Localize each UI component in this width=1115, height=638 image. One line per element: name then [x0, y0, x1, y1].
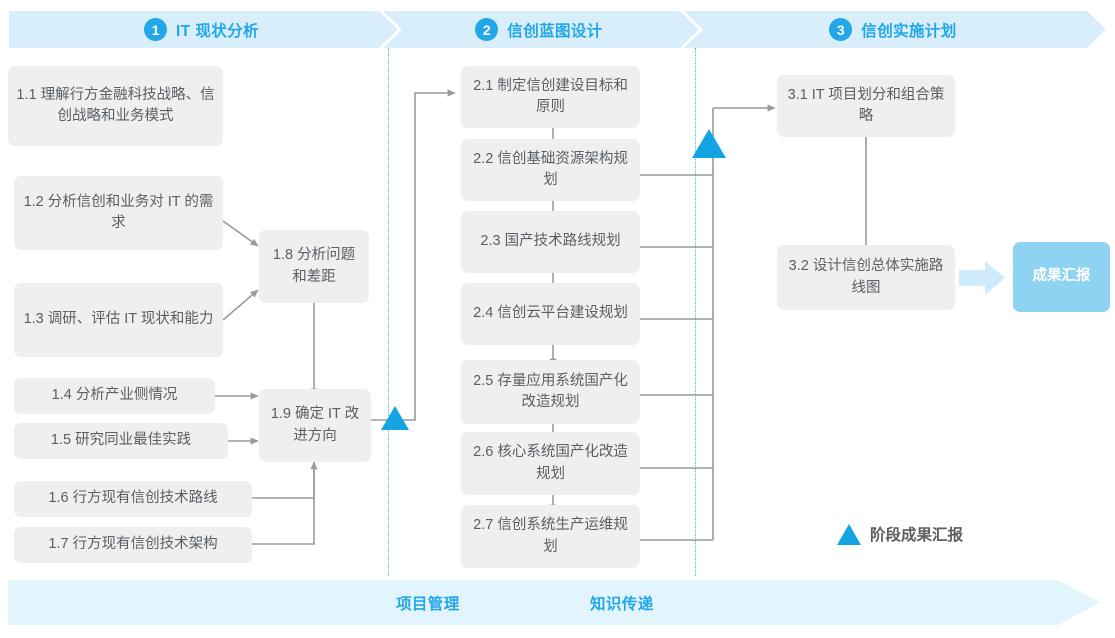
process-box-2-3[interactable]: 2.3 国产技术路线规划	[461, 211, 640, 273]
milestone-triangle-phase1	[381, 406, 409, 430]
phase-divider-1	[388, 48, 389, 576]
process-box-3-1[interactable]: 3.1 IT 项目划分和组合策略	[777, 75, 955, 137]
process-box-1-5[interactable]: 1.5 研究同业最佳实践	[14, 423, 228, 459]
process-box-2-5[interactable]: 2.5 存量应用系统国产化改造规划	[461, 360, 640, 424]
process-box-1-6[interactable]: 1.6 行方现有信创技术路线	[14, 481, 252, 517]
process-box-2-4[interactable]: 2.4 信创云平台建设规划	[461, 283, 640, 345]
phase-number-badge-2: 2	[475, 18, 499, 41]
phase-header-1: 1 IT 现状分析	[9, 11, 398, 48]
footer-band	[8, 580, 1100, 625]
process-box-1-4[interactable]: 1.4 分析产业侧情况	[14, 378, 215, 414]
legend-label: 阶段成果汇报	[870, 527, 964, 544]
phase-header-2: 2 信创蓝图设计	[383, 11, 699, 48]
legend: 阶段成果汇报	[837, 523, 963, 545]
phase-number-badge-3: 3	[829, 18, 853, 41]
phase-number-badge-1: 1	[144, 18, 168, 41]
footer-label-project-management: 项目管理	[396, 596, 460, 613]
phase-header-3: 3 信创实施计划	[684, 11, 1106, 48]
result-arrow-icon	[959, 261, 1005, 295]
process-box-1-2[interactable]: 1.2 分析信创和业务对 IT 的需求	[14, 176, 223, 250]
phase-title-3: 信创实施计划	[861, 22, 957, 40]
process-box-1-7[interactable]: 1.7 行方现有信创技术架构	[14, 527, 252, 563]
milestone-triangle-phase2	[692, 129, 726, 158]
phase-title-2: 信创蓝图设计	[507, 22, 603, 40]
phase-divider-2	[695, 48, 696, 576]
process-box-1-8[interactable]: 1.8 分析问题和差距	[259, 230, 369, 303]
process-box-1-3[interactable]: 1.3 调研、评估 IT 现状和能力	[14, 283, 223, 357]
process-box-2-7[interactable]: 2.7 信创系统生产运维规划	[461, 505, 640, 568]
process-box-1-1[interactable]: 1.1 理解行方金融科技战略、信创战略和业务模式	[8, 66, 223, 146]
triangle-milestone-icon	[837, 523, 861, 545]
process-box-1-9[interactable]: 1.9 确定 IT 改进方向	[259, 389, 371, 462]
phase-title-1: IT 现状分析	[176, 22, 259, 40]
process-box-3-2[interactable]: 3.2 设计信创总体实施路线图	[777, 245, 955, 310]
footer-label-knowledge-transfer: 知识传递	[590, 596, 654, 613]
result-report-box[interactable]: 成果汇报	[1013, 242, 1110, 312]
process-box-2-2[interactable]: 2.2 信创基础资源架构规划	[461, 139, 640, 201]
process-box-2-1[interactable]: 2.1 制定信创建设目标和原则	[461, 66, 640, 128]
process-box-2-6[interactable]: 2.6 核心系统国产化改造规划	[461, 432, 640, 495]
